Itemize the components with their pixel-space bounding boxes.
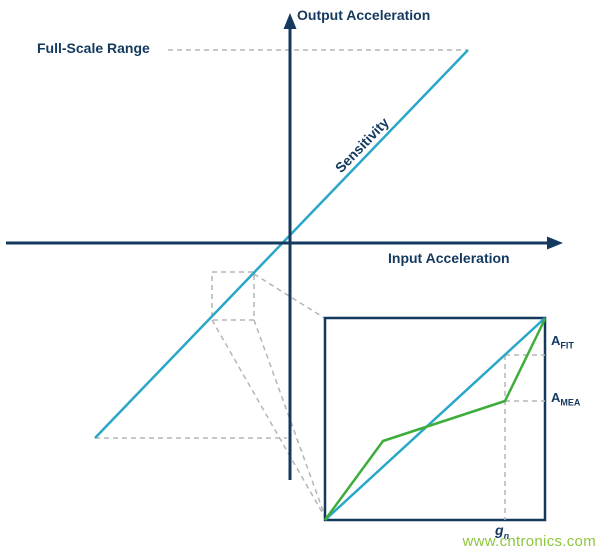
zoom-source-rect: [211, 271, 255, 321]
gn-label: gn: [495, 522, 510, 542]
a-fit-label: AFIT: [551, 333, 574, 351]
gn-sub: n: [503, 530, 510, 541]
inset-best-fit-line: [324, 317, 546, 521]
full-scale-range-label: Full-Scale Range: [37, 40, 150, 56]
x-axis-label: Input Acceleration: [388, 250, 510, 266]
a-fit-main: A: [551, 333, 561, 348]
a-fit-sub: FIT: [560, 340, 574, 351]
y-axis-label: Output Acceleration: [297, 7, 431, 23]
inset-measured-line: [323, 318, 547, 521]
gn-main: g: [495, 522, 504, 538]
a-mea-main: A: [551, 390, 561, 405]
a-mea-label: AMEA: [551, 390, 581, 408]
zoom-fan-line-left: [211, 319, 327, 520]
watermark-text: www.cntronics.com: [462, 533, 596, 550]
a-mea-sub: MEA: [560, 397, 581, 408]
y-axis-arrowhead: [283, 13, 297, 29]
x-axis-arrowhead: [547, 236, 563, 250]
